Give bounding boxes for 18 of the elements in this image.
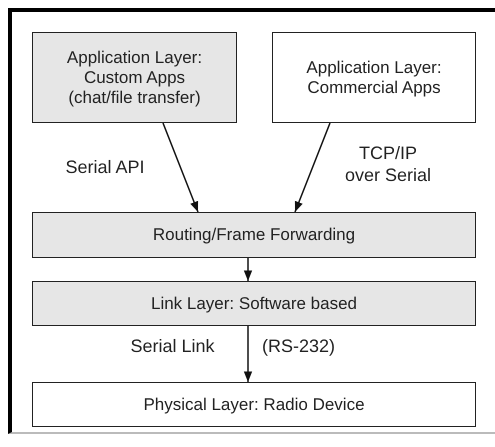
protocol-note: (RS-232) (262, 335, 336, 357)
layer-box (272, 32, 476, 123)
layer-box (32, 32, 237, 123)
layer-name: Link Layer: Software based (150, 294, 357, 314)
layer-name: Application Layer: Commercial Apps (305, 58, 443, 98)
layer-name: Application Layer: Custom Apps (chat/file transfer) (66, 48, 204, 108)
edge-label: TCP/IP over Serial (344, 142, 432, 186)
layer-box (32, 281, 476, 326)
arrow (244, 258, 252, 281)
arrow (244, 326, 252, 382)
layer-name: Physical Layer: Radio Device (143, 394, 365, 414)
layer-box (32, 212, 476, 258)
edge-label: Serial API (64, 156, 146, 178)
layer-box (32, 382, 476, 427)
edge-label: Serial Link (129, 335, 216, 357)
arrow (162, 122, 199, 212)
layer-name: Routing/Frame Forwarding (152, 225, 356, 245)
arrow (294, 122, 331, 212)
